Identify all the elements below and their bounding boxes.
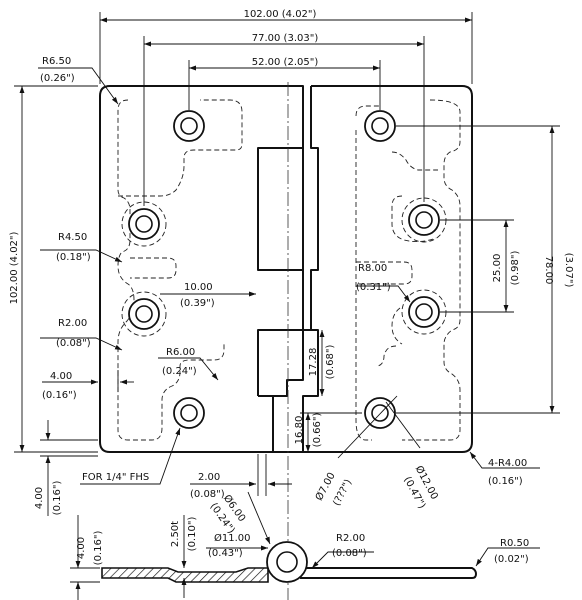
label-r-barrel-in: (0.08") [332, 548, 367, 559]
leader-lines [38, 67, 540, 485]
label-r-tip-mm: R0.50 [500, 538, 529, 549]
screw-holes [128, 110, 440, 429]
label-r200: R2.00 [58, 318, 87, 329]
label-corner-4r: 4-R4.00 [488, 458, 527, 469]
label-outer-hole-spacing: 77.00 (3.03") [252, 33, 319, 44]
label-corner-4r-in: (0.16") [488, 476, 523, 487]
hinge-plate-outline [99, 85, 473, 453]
pin-circle [276, 551, 298, 573]
label-knuckle-mm: 17.28 [308, 348, 319, 377]
label-slot-in: (0.08") [190, 489, 225, 500]
label-edge-mm: 4.00 [50, 371, 72, 382]
label-right-span-in: (3.07") [563, 253, 574, 288]
label-bottom-hole-mm: 16.80 [294, 416, 305, 445]
label-right-span-mm: 78.00 [543, 256, 554, 285]
hinge-side-profile [70, 491, 540, 600]
label-overall-width: 102.00 (4.02") [244, 9, 317, 20]
label-overall-height: 102.00 (4.02") [9, 231, 20, 304]
label-thick2-in: (0.10") [187, 517, 198, 552]
label-r800-in: (0.31") [356, 282, 391, 293]
label-bottom-thick-mm: 4.00 [34, 487, 45, 509]
dimension-lines [14, 12, 560, 516]
label-barrel-in: (0.43") [208, 548, 243, 559]
label-r450: R4.50 [58, 232, 87, 243]
label-r-tip-in: (0.02") [494, 554, 529, 565]
label-pitch-in: (0.98") [510, 251, 521, 286]
label-pitch-mm: 25.00 [492, 254, 503, 283]
label-barrel-mm: Ø11.00 [214, 532, 251, 544]
label-knuckle-in: (0.68") [325, 345, 336, 380]
label-r450-in: (0.18") [56, 252, 91, 263]
label-r600: R6.00 [166, 347, 195, 358]
label-leader-note: FOR 1/4" FHS [82, 472, 149, 483]
label-slot-mm: 2.00 [198, 472, 220, 483]
label-inner-hole-spacing: 52.00 (2.05") [252, 57, 319, 68]
label-r200-in: (0.08") [56, 338, 91, 349]
label-bottom-hole-in: (0.66") [312, 413, 323, 448]
label-r600-in: (0.24") [162, 366, 197, 377]
label-r-barrel-mm: R2.00 [336, 533, 365, 544]
label-thick2-mm: 2.50t [170, 521, 181, 547]
label-r650: R6.50 [42, 56, 71, 67]
label-edge-in: (0.16") [42, 390, 77, 401]
label-gap-mm: 10.00 [184, 282, 213, 293]
label-r650-in: (0.26") [40, 73, 75, 84]
dimension-labels: 102.00 (4.02") 77.00 (3.03") 52.00 (2.05… [9, 9, 574, 565]
label-gap-in: (0.39") [180, 298, 215, 309]
label-thick-in: (0.16") [93, 531, 104, 566]
label-r800: R8.00 [358, 263, 387, 274]
label-hole-small-in: (???") [331, 478, 354, 508]
label-thick-mm: 4.00 [76, 537, 87, 559]
label-bottom-thick-in: (0.16") [52, 481, 63, 516]
